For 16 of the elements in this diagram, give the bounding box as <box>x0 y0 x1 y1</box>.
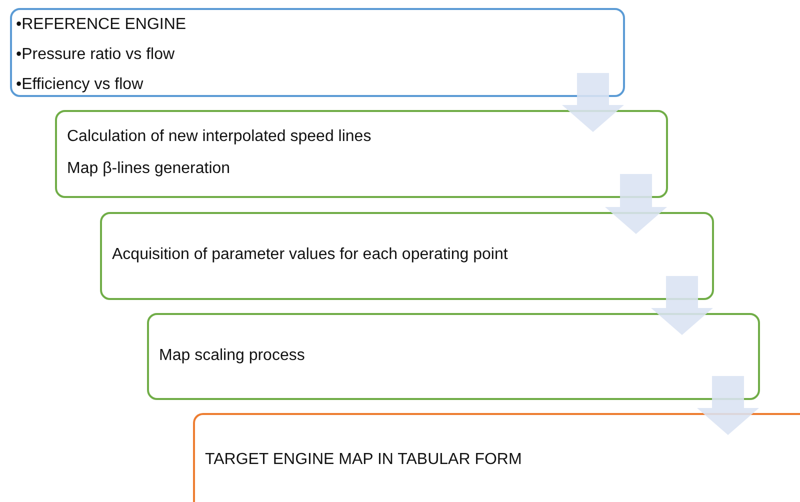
block-arrow <box>562 73 624 132</box>
step-text: Map β-lines generation <box>67 160 230 178</box>
block-arrow <box>697 376 759 435</box>
step-text: •Pressure ratio vs flow <box>16 46 175 64</box>
block-arrow <box>651 276 713 335</box>
process-box <box>10 8 625 97</box>
step-text: Map scaling process <box>159 347 305 365</box>
process-box <box>100 212 714 300</box>
step-text: TARGET ENGINE MAP IN TABULAR FORM <box>205 451 522 469</box>
step-text: •REFERENCE ENGINE <box>16 16 186 34</box>
step-text: Calculation of new interpolated speed lines <box>67 128 372 146</box>
step-text: •Efficiency vs flow <box>16 76 144 94</box>
process-box <box>55 110 668 198</box>
block-arrow <box>605 174 667 234</box>
step-text: Acquisition of parameter values for each operating point <box>112 246 508 264</box>
process-box <box>147 313 760 400</box>
